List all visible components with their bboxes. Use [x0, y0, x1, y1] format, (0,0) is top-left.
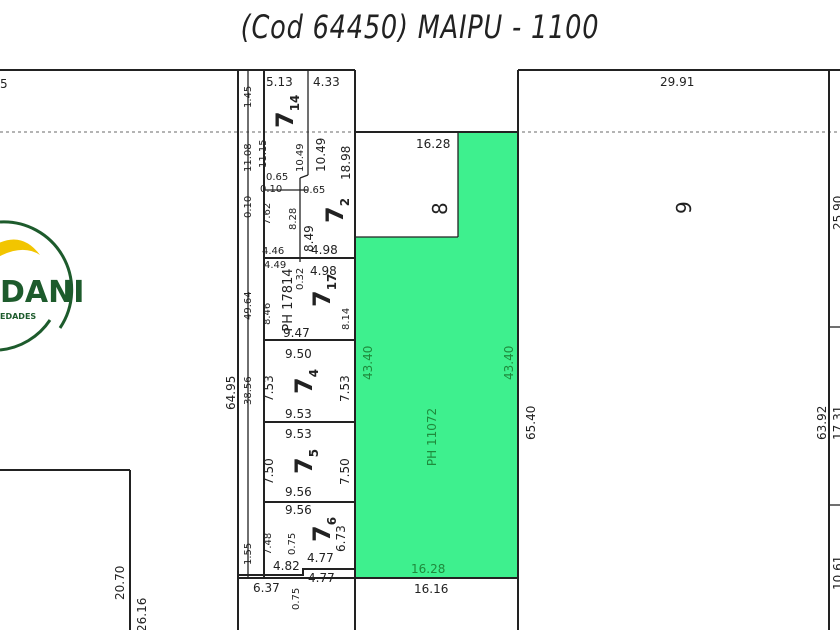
plan-mark: 7: [271, 111, 299, 128]
measurement-label: 0.10: [260, 184, 282, 195]
measurement-label: 7.50: [262, 458, 276, 485]
plan-mark: [238, 568, 355, 576]
plan-mark: 2: [338, 198, 352, 206]
measurement-label: 38.56: [243, 376, 254, 405]
measurement-label: 0.75: [287, 533, 298, 555]
measurement-label: 64.95: [224, 376, 238, 410]
plan-mark: [0, 319, 52, 352]
lot-8: 8: [428, 202, 452, 215]
measurement-label: 7.62: [262, 203, 273, 225]
measurement-label: 9.47: [283, 326, 310, 340]
measurement-label: 0.65: [303, 185, 325, 196]
measurement-label: 4.46: [262, 246, 284, 257]
lot-7-2: 72: [321, 198, 352, 223]
measurement-label: 4.49: [264, 260, 286, 271]
measurement-label: 8.28: [288, 208, 299, 230]
plan-mark: 17: [325, 274, 339, 291]
measurement-label: 9.56: [285, 503, 312, 517]
measurement-label: 5.13: [266, 75, 293, 89]
measurement-label: 6.37: [253, 581, 280, 595]
measurement-label: 0.10: [243, 196, 254, 218]
parcel-lines: [0, 69, 840, 630]
measurement-label: 11.08: [243, 143, 254, 172]
measurement-label: 26.16: [135, 598, 149, 630]
measurement-label: 9.50: [285, 347, 312, 361]
lot-7-4: 74: [290, 369, 321, 394]
measurement-label: 9.53: [285, 407, 312, 421]
measurement-label: 10.49: [314, 138, 328, 172]
ph-717: PH 17814: [281, 268, 296, 331]
measurement-label: 0.32: [295, 268, 306, 290]
measurement-label: 4.77: [307, 551, 334, 565]
plan-mark: 5: [307, 449, 321, 457]
measurement-label: 10.61: [831, 556, 840, 590]
lot-7-6: 76: [308, 517, 339, 542]
plan-mark: [299, 174, 309, 179]
measurement-label: 49.64: [243, 291, 254, 320]
measurements-vertical: 1.45 11.08 0.10 11.15 10.49 10.49 18.98 …: [113, 86, 840, 630]
lot-labels: 714 72 717 74 75 76 8 9 PH 11072 PH 1781…: [271, 95, 696, 542]
measurement-label: 4.98: [311, 243, 338, 257]
measurement-label: 20.70: [113, 566, 127, 600]
measurement-label: 8.49: [302, 225, 316, 252]
highlighted-parcel[interactable]: [355, 132, 518, 578]
measurement-label: 7.53: [338, 375, 352, 402]
measurement-label: EDADES: [0, 312, 36, 321]
plan-mark: 7: [321, 206, 349, 223]
logo-sun-icon: [0, 239, 40, 257]
measurement-label: 11.15: [258, 139, 269, 168]
measurement-label: 7.53: [262, 375, 276, 402]
plan-mark: [0, 220, 74, 329]
plan-mark: 14: [288, 95, 302, 112]
measurement-label: 9.53: [285, 427, 312, 441]
measurement-label: 4.98: [310, 264, 337, 278]
measurement-label: 29.91: [660, 75, 694, 89]
measurements: 5 5.13 4.33 0.65 0.10 0.65 4.46 4.98 4.4…: [0, 75, 694, 596]
measurement-label: 8.14: [341, 308, 352, 330]
measurement-label: 18.98: [339, 146, 353, 180]
plan-mark: 4: [307, 369, 321, 377]
lot-7-14: 714: [271, 95, 302, 128]
measurement-label: 0.75: [291, 588, 302, 610]
agency-logo: DANI EDADES: [0, 220, 84, 352]
plan-title: (Cod 64450) MAIPU - 1100: [240, 8, 600, 46]
plan-mark: 7: [308, 290, 336, 307]
measurement-label: 43.40: [502, 346, 516, 380]
measurement-label: 7.50: [338, 458, 352, 485]
measurement-label: 17.31: [831, 406, 840, 440]
measurement-label: 4.82: [273, 559, 300, 573]
lot-7-17: 717: [308, 274, 339, 307]
measurement-label: 4.77: [308, 571, 335, 585]
measurement-label: 25.90: [831, 196, 840, 230]
measurement-label: 8.46: [262, 303, 273, 325]
measurement-label: 16.28: [411, 562, 445, 576]
measurement-label: 63.92: [815, 406, 829, 440]
measurement-label: 16.16: [414, 582, 448, 596]
measurement-label: 10.49: [295, 143, 306, 172]
plan-mark: 7: [290, 457, 318, 474]
measurement-label: 1.55: [243, 543, 254, 565]
measurement-label: 6.73: [334, 525, 348, 552]
measurement-label: 16.28: [416, 137, 450, 151]
measurement-label: 65.40: [524, 406, 538, 440]
ph-green: PH 11072: [425, 408, 439, 466]
lot-9: 9: [672, 201, 696, 214]
measurement-label: 4.33: [313, 75, 340, 89]
lot-7-5: 75: [290, 449, 321, 474]
plan-mark: 7: [290, 377, 318, 394]
measurement-label: 0.65: [266, 172, 288, 183]
measurement-label: 1.45: [243, 86, 254, 108]
measurement-label: 7.48: [263, 533, 274, 555]
plan-mark: 6: [325, 517, 339, 525]
measurement-label: DANI: [0, 275, 84, 310]
plan-mark: 7: [308, 525, 336, 542]
measurement-label: 43.40: [361, 346, 375, 380]
measurement-label: 9.56: [285, 485, 312, 499]
measurement-label: 5: [0, 77, 8, 91]
